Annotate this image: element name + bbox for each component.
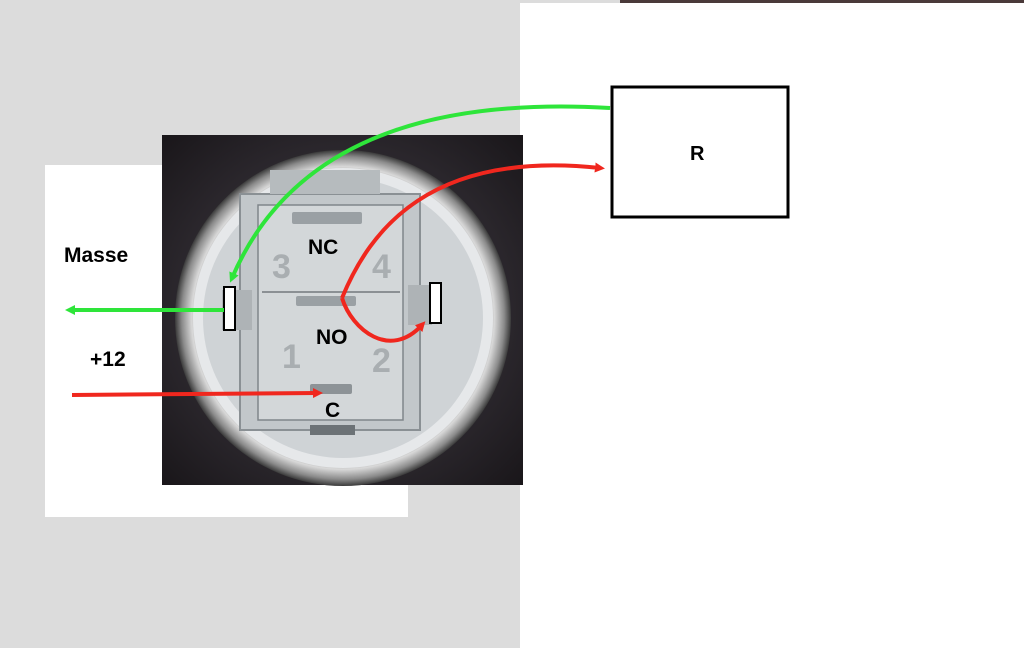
- green-wire-r-to-terminal: [229, 104, 611, 283]
- c-label: C: [325, 399, 340, 422]
- pin-3-label: 3: [272, 248, 291, 286]
- pin-2-label: 2: [372, 342, 391, 380]
- r-label: R: [690, 143, 705, 165]
- pin-4-label: 4: [372, 248, 391, 286]
- plus12-label: +12: [90, 348, 126, 371]
- right-terminal: [429, 282, 442, 324]
- red-wire-no-to-terminal: [340, 297, 426, 343]
- no-label: NO: [316, 326, 348, 349]
- masse-label: Masse: [64, 244, 128, 267]
- red-wire-plus12: [71, 388, 323, 399]
- left-terminal: [223, 286, 236, 331]
- pin-1-label: 1: [282, 338, 301, 376]
- top-strip: [620, 0, 1024, 3]
- nc-label: NC: [308, 236, 338, 259]
- r-box: [610, 85, 790, 219]
- connector-photo: 3 4 1 2: [162, 135, 523, 486]
- red-wire-to-r: [340, 162, 605, 299]
